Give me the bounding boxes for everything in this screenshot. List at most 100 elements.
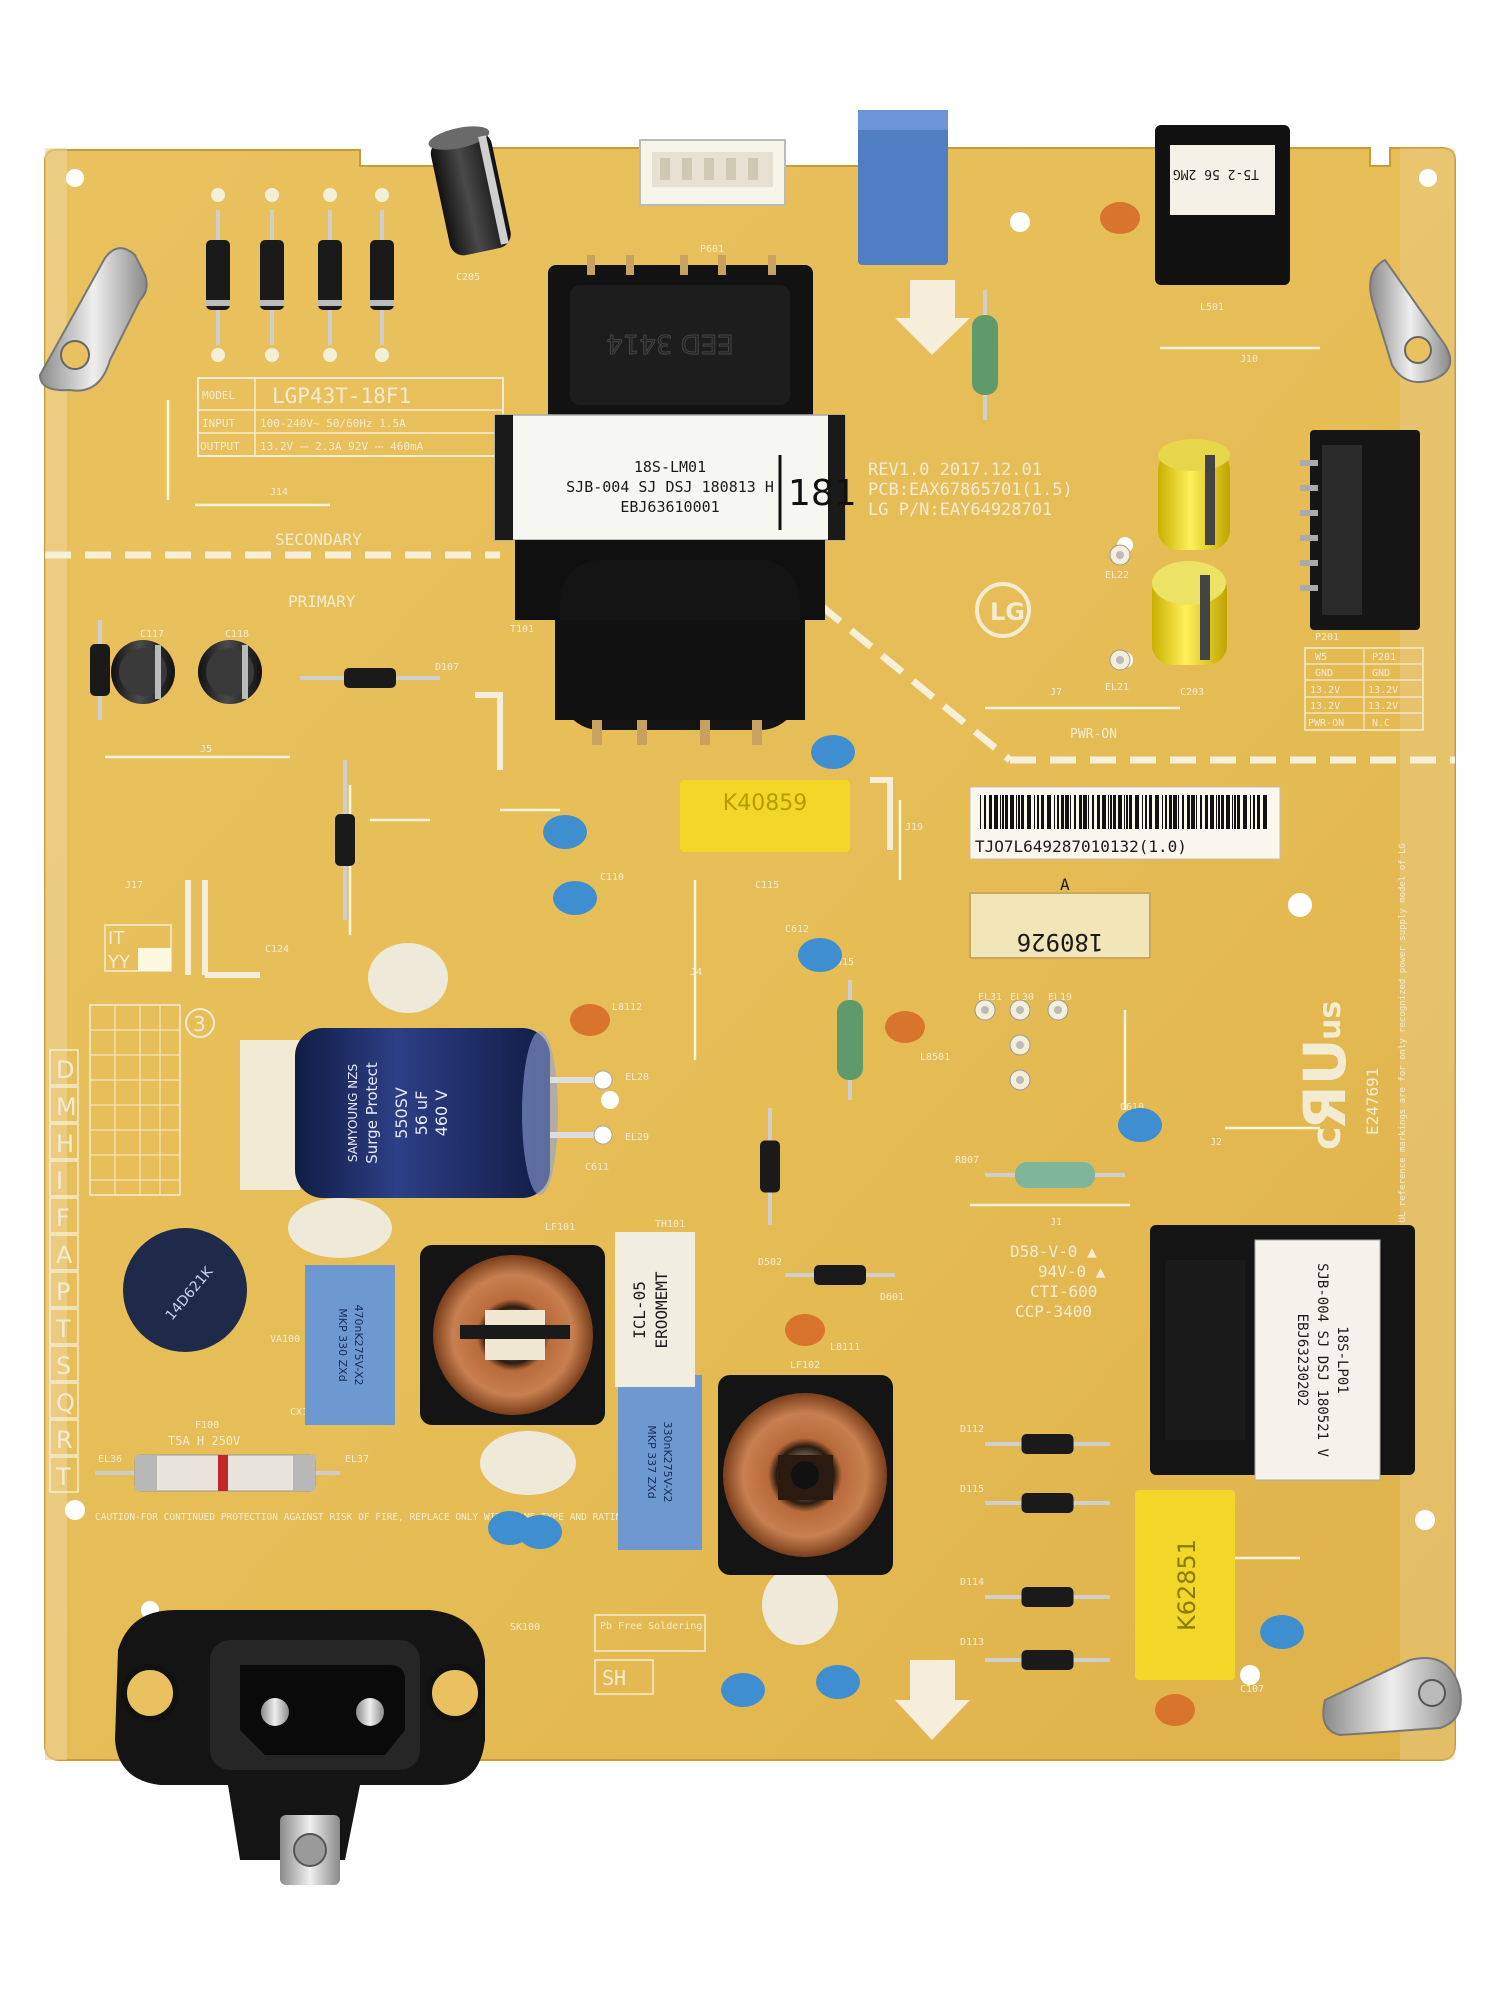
barcode-bar (1083, 795, 1087, 829)
solder-pad (265, 348, 279, 362)
mounting-lug-right (1369, 258, 1452, 384)
reference-designator: LF102 (790, 1360, 820, 1371)
ul-file-number: E247691 (1363, 1068, 1382, 1135)
reference-designator: R807 (955, 1155, 979, 1166)
svg-text:c: c (1304, 1126, 1350, 1150)
reference-designator: J17 (125, 880, 143, 891)
barcode-bar (1173, 795, 1177, 829)
icl-marking: ICL-05 (630, 1281, 649, 1339)
barcode-bar (1149, 795, 1152, 829)
reference-designator: EL28 (625, 1072, 649, 1083)
x-cap-mid-marking: 330nK275V-X2 (661, 1421, 674, 1502)
barcode-bar (1135, 795, 1139, 829)
bulk-cap-brand: SAMYOUNG NZS (346, 1064, 360, 1162)
barcode-bar (1002, 795, 1004, 829)
rating-line-4: CCP-3400 (1015, 1302, 1092, 1321)
diode-d103 (90, 644, 110, 696)
test-pad-center (1016, 1041, 1024, 1049)
revision-text: REV1.0 2017.12.01 (868, 460, 1042, 480)
output-connector-p201 (1300, 430, 1420, 630)
orange-ceramic-capacitor (885, 1011, 925, 1043)
varistor-va100: 14D621K (123, 1228, 247, 1352)
diode-d113 (1021, 1650, 1074, 1670)
reference-designator: J10 (1240, 354, 1258, 365)
reference-designator: LF101 (545, 1222, 575, 1233)
barcode-bar (1257, 795, 1260, 829)
pb-free-text: Pb Free Soldering (600, 1621, 702, 1632)
blue-ceramic-capacitor (543, 815, 587, 849)
bulk-cap-line-4: 460 V (432, 1090, 451, 1137)
reference-designator: EL36 (98, 1454, 122, 1465)
aux-transformer-label-1: 18S-LP01 (1334, 1326, 1350, 1393)
barcode-bar (1187, 795, 1190, 829)
side-letter-box (49, 1049, 79, 1086)
solder-pad (375, 348, 389, 362)
pb-free-box: Pb Free Soldering SH (594, 1614, 706, 1695)
svg-text:ЯU: ЯU (1291, 1038, 1359, 1130)
barcode-bar (1126, 795, 1128, 829)
bulk-cap-line-2: 550SV (392, 1087, 411, 1139)
blue-ceramic-capacitor (811, 735, 855, 769)
bulk-cap-line-1: Surge Protect (363, 1062, 381, 1164)
reference-designator: EL30 (1010, 992, 1034, 1003)
reference-designator: TH101 (655, 1219, 685, 1230)
capacitor-c117 (111, 640, 175, 704)
ceramic-capacitors (488, 735, 1304, 1707)
pcb-revision-info: REV1.0 2017.12.01 PCB:EAX67865701(1.5) L… (868, 460, 1073, 520)
transformer-label-line-1: 18S-LM01 (634, 458, 706, 476)
solder-pad (323, 188, 337, 202)
reference-designator: C203 (1180, 687, 1204, 698)
diode-d601 (814, 1265, 866, 1285)
connector-pinout-table: W5 P201 GND GND 13.2V 13.2V 13.2V 13.2V … (1304, 647, 1424, 731)
model-rating-box: MODEL LGP43T-18F1 INPUT 100-240V~ 50/60H… (197, 377, 504, 457)
barcode-bar (1142, 795, 1143, 829)
reference-designator: L8112 (612, 1002, 642, 1013)
x-cap-left-marking-2: MKP 330 ZXd (336, 1308, 349, 1381)
diode-body (370, 240, 394, 310)
barcode-bar (1221, 795, 1224, 829)
diode-d502 (760, 1140, 780, 1193)
side-letter: P (56, 1278, 70, 1306)
side-letter: R (56, 1426, 73, 1454)
barcode-bar (989, 795, 992, 829)
barcode-bar (1047, 795, 1051, 829)
input-label: INPUT (202, 417, 235, 430)
barcode-bar (1037, 795, 1039, 829)
bulk-capacitor-c104: SAMYOUNG NZS Surge Protect 550SV 56 uF 4… (295, 1028, 613, 1198)
reference-designator: EL22 (1105, 570, 1129, 581)
output-capacitor-c205 (428, 126, 511, 256)
reference-designator: P601 (700, 244, 724, 255)
fuse-caution-text: CAUTION-FOR CONTINUED PROTECTION AGAINST… (95, 1512, 678, 1523)
barcode-bar (1165, 795, 1167, 829)
barcode-bar (1191, 795, 1195, 829)
diode-band (370, 300, 394, 306)
small-components (90, 202, 1195, 1726)
diode-body (260, 240, 284, 310)
reference-designator: EL21 (1105, 682, 1129, 693)
barcode-bar (1010, 795, 1014, 829)
transformer-label-line-2: SJB-004 SJ DSJ 180813 H (566, 478, 774, 496)
barcode-bar (1108, 795, 1109, 829)
pinout-cell: W5 (1315, 652, 1327, 663)
test-pad-center (1116, 551, 1124, 559)
orange-ceramic-capacitor (570, 1004, 610, 1036)
svg-text:YY: YY (107, 952, 131, 973)
barcode-bar (1196, 795, 1197, 829)
barcode-bar (1250, 795, 1251, 829)
test-pad-center (1116, 656, 1124, 664)
barcode-bar (1243, 795, 1247, 829)
side-letter-box (49, 1345, 79, 1382)
pinout-cell: P201 (1372, 652, 1396, 663)
reference-designator: L8111 (830, 1342, 860, 1353)
barcode-bar (1234, 795, 1236, 829)
orange-ceramic-capacitor (785, 1314, 825, 1346)
reference-designator: D114 (960, 1577, 984, 1588)
a-marker: A (1060, 875, 1070, 894)
barcode-bar (1092, 795, 1094, 829)
reference-designator: J5 (200, 744, 212, 755)
ac-inlet-sk100 (115, 1610, 485, 1885)
barcode-bar (1054, 795, 1055, 829)
barcode-bar (1155, 795, 1159, 829)
svg-text:T5-2 56 2MG: T5-2 56 2MG (1173, 166, 1259, 181)
reference-designator: C205 (456, 272, 480, 283)
